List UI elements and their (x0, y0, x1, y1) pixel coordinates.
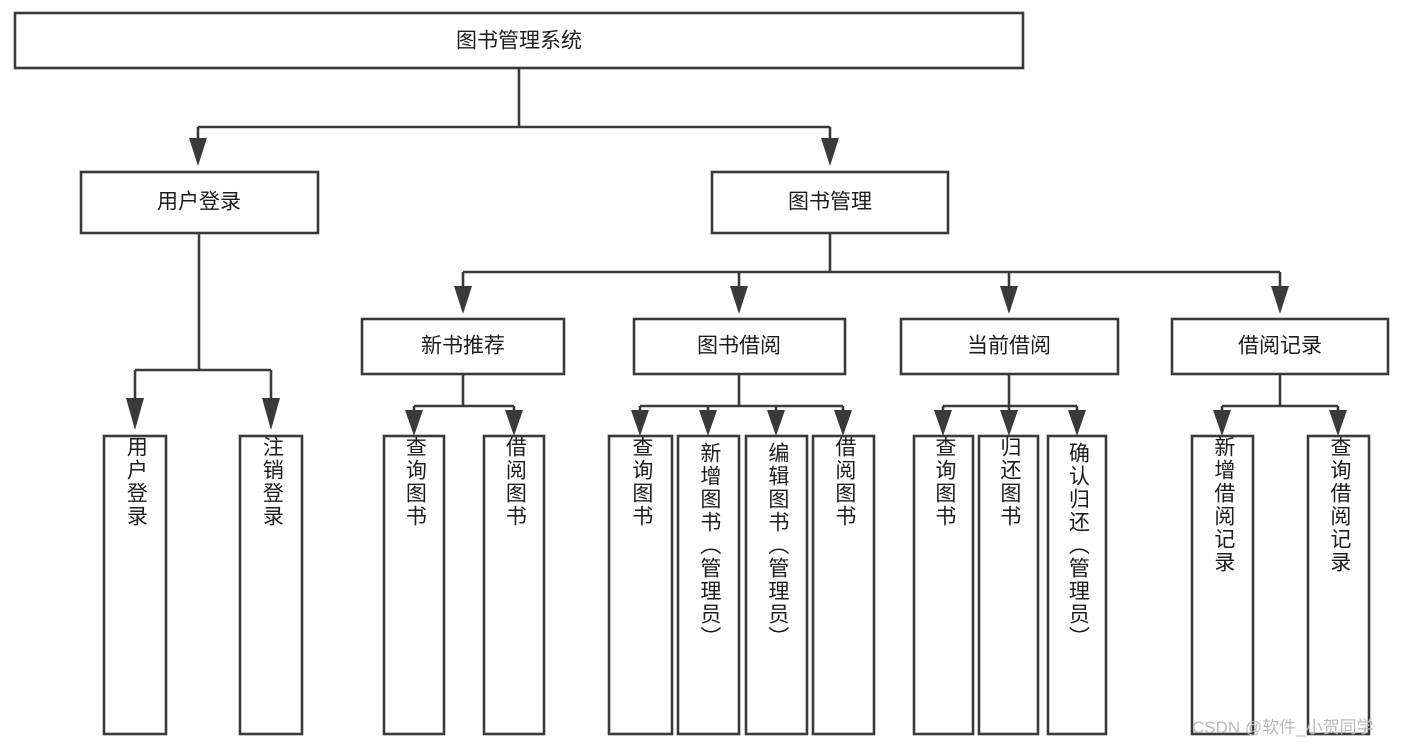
leaf-box-user-login-2[interactable] (238, 434, 304, 736)
leaf-borrow-record-1[interactable]: 新增借阅记录 (1192, 436, 1253, 734)
arrow-to-new-book-rec (454, 286, 472, 314)
arrow-to-book-borrow (730, 286, 748, 314)
node-borrow-record-box[interactable] (1170, 317, 1390, 376)
leaf-current-borrow-1[interactable]: 查询图书 (914, 436, 973, 734)
leaf-box-book-borrow-2[interactable] (676, 434, 741, 736)
leaf-book-borrow-1[interactable]: 查询图书 (609, 436, 672, 734)
node-book-borrow-box[interactable] (632, 317, 847, 376)
leaf-box-book-borrow-4[interactable] (811, 434, 876, 736)
arrow-to-user-login (189, 138, 207, 166)
leaf-label-book-borrow-1: 查询图书 (629, 436, 653, 528)
arrow-to-leaf-new-book-rec-2 (505, 410, 523, 436)
arrow-to-leaf-borrow-record-1 (1213, 410, 1231, 436)
node-current-borrow-label: 当前借阅 (967, 335, 1051, 358)
node-book-manage-label: 图书管理 (788, 191, 872, 214)
leaf-box-user-login-1[interactable] (102, 434, 168, 736)
leaf-book-borrow-4[interactable]: 借阅图书 (813, 436, 874, 734)
leaf-user-login-1[interactable]: 用户登录 (104, 436, 166, 734)
leaf-user-login-2[interactable]: 注销登录 (240, 436, 302, 734)
leaf-label-new-book-rec-2: 借阅图书 (503, 436, 527, 528)
leaf-current-borrow-2[interactable]: 归还图书 (979, 436, 1038, 734)
leaf-label-borrow-record-2: 查询借阅记录 (1327, 436, 1351, 574)
node-book-manage-box[interactable] (710, 170, 950, 235)
leaf-book-borrow-2[interactable]: 新增图书（管理员） (678, 442, 739, 730)
leaf-box-new-book-rec-1[interactable] (382, 434, 446, 736)
node-user-login-box[interactable] (79, 170, 320, 235)
arrow-to-leaf-current-borrow-2 (1000, 410, 1018, 436)
arrow-to-leaf-user-login-2 (262, 398, 280, 430)
leaf-label-borrow-record-1: 新增借阅记录 (1211, 436, 1235, 574)
arrow-to-leaf-current-borrow-3 (1068, 410, 1086, 436)
node-borrow-record-label: 借阅记录 (1238, 335, 1322, 358)
leaf-label-book-borrow-4: 借阅图书 (832, 436, 856, 528)
leaf-box-current-borrow-1[interactable] (912, 434, 975, 736)
arrow-to-leaf-borrow-record-2 (1329, 410, 1347, 436)
leaf-box-book-borrow-3[interactable] (744, 434, 809, 736)
leaf-label-current-borrow-2: 归还图书 (997, 436, 1021, 528)
arrow-to-leaf-book-borrow-4 (834, 410, 852, 436)
leaf-box-borrow-record-1[interactable] (1190, 434, 1255, 736)
arrow-to-current-borrow (1000, 286, 1018, 314)
leaf-box-book-borrow-1[interactable] (607, 434, 674, 736)
arrow-to-leaf-new-book-rec-1 (405, 410, 423, 436)
arrow-to-leaf-book-borrow-3 (767, 410, 785, 436)
leaf-box-current-borrow-3[interactable] (1046, 434, 1108, 736)
leaf-book-borrow-3[interactable]: 编辑图书（管理员） (746, 442, 807, 730)
leaf-box-borrow-record-2[interactable] (1306, 434, 1371, 736)
leaf-current-borrow-3[interactable]: 确认归还（管理员） (1048, 442, 1106, 730)
arrow-to-book-manage (821, 138, 839, 166)
arrow-to-leaf-user-login-1 (126, 398, 144, 430)
leaf-new-book-rec-2[interactable]: 借阅图书 (484, 436, 544, 734)
leaf-label-book-borrow-2: 新增图书（管理员） (697, 442, 721, 649)
csdn-watermark: CSDN @软件_小贺同学 (1192, 718, 1374, 737)
leaf-label-current-borrow-3: 确认归还（管理员） (1066, 442, 1090, 649)
arrow-to-leaf-book-borrow-2 (699, 410, 717, 436)
arrow-to-borrow-record (1271, 286, 1289, 314)
leaf-label-current-borrow-1: 查询图书 (932, 436, 956, 528)
node-book-borrow-label: 图书借阅 (697, 335, 781, 358)
node-user-login-label: 用户登录 (157, 191, 241, 214)
node-new-book-rec-box[interactable] (360, 317, 566, 376)
leaf-box-current-borrow-2[interactable] (977, 434, 1040, 736)
arrow-to-leaf-current-borrow-1 (934, 410, 952, 436)
arrow-to-leaf-book-borrow-1 (631, 410, 649, 436)
node-new-book-rec-label: 新书推荐 (421, 335, 505, 358)
leaf-label-user-login-1: 用户登录 (124, 436, 148, 528)
leaf-new-book-rec-1[interactable]: 查询图书 (384, 436, 444, 734)
leaf-label-book-borrow-3: 编辑图书（管理员） (765, 442, 789, 649)
node-root-box[interactable] (13, 11, 1025, 70)
leaf-label-new-book-rec-1: 查询图书 (403, 436, 427, 528)
node-root-label: 图书管理系统 (456, 30, 582, 53)
leaf-box-new-book-rec-2[interactable] (482, 434, 546, 736)
leaf-label-user-login-2: 注销登录 (260, 436, 284, 528)
leaf-borrow-record-2[interactable]: 查询借阅记录 (1308, 436, 1369, 734)
